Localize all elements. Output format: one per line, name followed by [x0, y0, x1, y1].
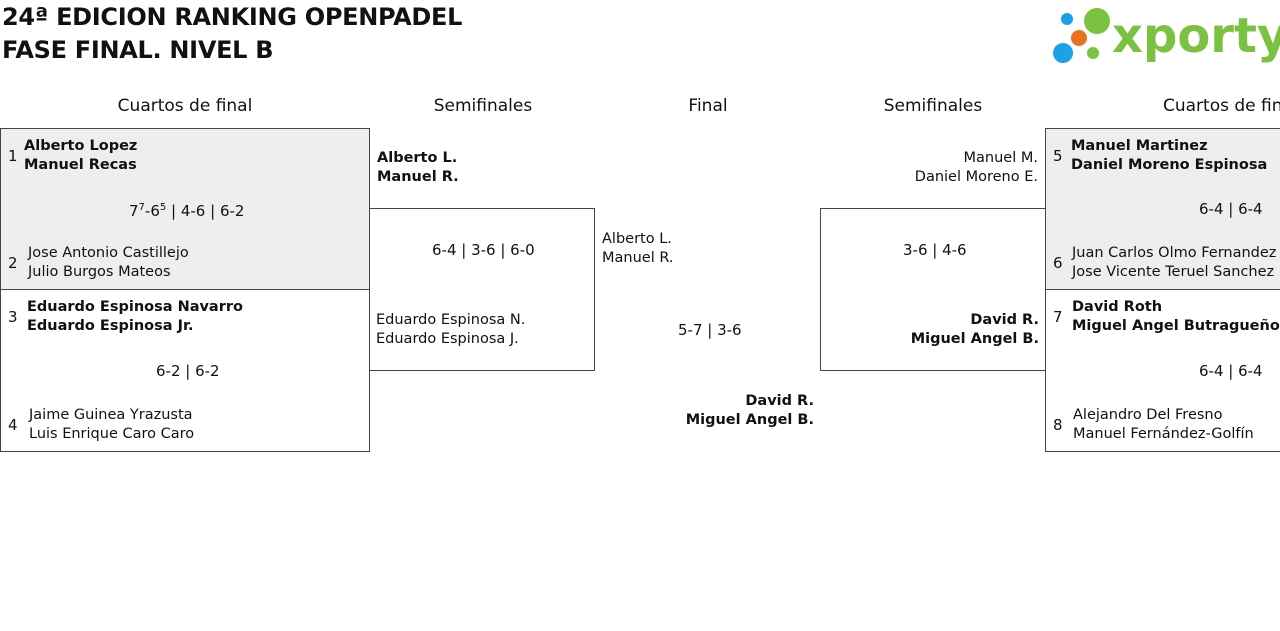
team-player-2: Manuel Recas	[24, 157, 137, 173]
team-player-2: Julio Burgos Mateos	[28, 264, 171, 280]
team-player-1: Jose Antonio Castillejo	[28, 245, 189, 261]
seed-number: 7	[1053, 308, 1063, 326]
final-team-b-player-2: Miguel Angel B.	[685, 412, 814, 428]
team-player-1: David Roth	[1072, 299, 1163, 315]
match-score: 6-2 | 6-2	[156, 362, 220, 380]
sf-left-bracket: 6-4 | 3-6 | 6-0 Eduardo Espinosa N. Edua…	[369, 208, 595, 371]
team-player-1: Alberto Lopez	[24, 138, 138, 154]
team-player-2: Luis Enrique Caro Caro	[29, 426, 195, 442]
team-player-2: Manuel Fernández-Golfín	[1073, 426, 1254, 442]
team-player-1: Jaime Guinea Yrazusta	[29, 407, 193, 423]
sf-right-bracket: 3-6 | 4-6 David R. Miguel Angel B.	[820, 208, 1046, 371]
team-player-1: Alejandro Del Fresno	[1073, 407, 1223, 423]
qf-right-match-1: 5 Manuel Martinez Daniel Moreno Espinosa…	[1045, 128, 1280, 290]
column-header-sf-right: Semifinales	[883, 96, 983, 116]
team-player-1: Eduardo Espinosa Navarro	[27, 299, 243, 315]
team-player-1: Juan Carlos Olmo Fernandez	[1072, 245, 1277, 261]
team-player-2: Miguel Angel Butragueño	[1072, 318, 1280, 334]
column-header-qf-left: Cuartos de final	[117, 96, 253, 116]
qf-right-match-2: 7 David Roth Miguel Angel Butragueño 6-4…	[1045, 289, 1280, 452]
page-title: 24ª EDICION RANKING OPENPADEL	[2, 3, 463, 31]
team-player-2: Daniel Moreno Espinosa	[1071, 157, 1268, 173]
seed-number: 1	[8, 147, 18, 165]
match-score: 6-4 | 6-4	[1199, 362, 1263, 380]
column-header-qf-right: Cuartos de final	[1163, 96, 1280, 116]
xporty-logo: xporty	[1050, 4, 1280, 68]
final-team-b-player-1: David R.	[745, 393, 814, 409]
team-player-2: Miguel Angel B.	[910, 331, 1039, 347]
seed-number: 3	[8, 308, 18, 326]
seed-number: 5	[1053, 147, 1063, 165]
match-score: 6-4 | 3-6 | 6-0	[432, 241, 535, 259]
column-header-final: Final	[688, 96, 728, 116]
team-player-1: David R.	[970, 312, 1039, 328]
team-player-1: Manuel Martinez	[1071, 138, 1208, 154]
seed-number: 6	[1053, 254, 1063, 272]
page-subtitle: FASE FINAL. NIVEL B	[2, 36, 274, 64]
sf-left-team-a-player-2: Manuel R.	[377, 169, 459, 185]
sf-right-team-a-player-2: Daniel Moreno E.	[914, 169, 1038, 185]
qf-left-match-2: 3 Eduardo Espinosa Navarro Eduardo Espin…	[0, 289, 370, 452]
qf-left-match-1: 1 Alberto Lopez Manuel Recas 77-65 | 4-6…	[0, 128, 370, 290]
seed-number: 8	[1053, 416, 1063, 434]
seed-number: 4	[8, 416, 18, 434]
logo-dots-icon	[1053, 8, 1110, 63]
team-player-1: Eduardo Espinosa N.	[376, 312, 526, 328]
team-player-2: Eduardo Espinosa Jr.	[27, 318, 194, 334]
match-score: 6-4 | 6-4	[1199, 200, 1263, 218]
final-team-a-player-1: Alberto L.	[602, 231, 672, 247]
sf-left-team-a-player-1: Alberto L.	[377, 150, 458, 166]
team-player-2: Jose Vicente Teruel Sanchez	[1072, 264, 1275, 280]
final-team-a-player-2: Manuel R.	[602, 250, 674, 266]
final-score: 5-7 | 3-6	[678, 321, 742, 339]
column-header-sf-left: Semifinales	[433, 96, 533, 116]
team-player-2: Eduardo Espinosa J.	[376, 331, 519, 347]
match-score: 77-65 | 4-6 | 6-2	[129, 202, 245, 220]
logo-wordmark: xporty	[1112, 8, 1280, 64]
match-score: 3-6 | 4-6	[903, 241, 967, 259]
seed-number: 2	[8, 254, 18, 272]
sf-right-team-a-player-1: Manuel M.	[963, 150, 1038, 166]
